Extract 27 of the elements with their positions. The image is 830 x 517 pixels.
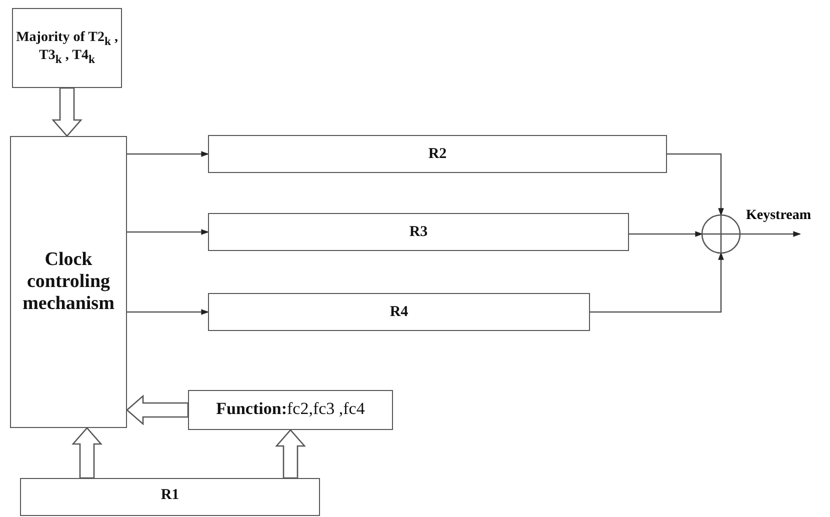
block-arrow xyxy=(275,429,306,479)
arrow xyxy=(590,252,724,313)
edge-label: Keystream xyxy=(745,208,812,224)
arrow xyxy=(740,231,801,237)
register-box xyxy=(208,135,667,173)
node-text: R3 xyxy=(409,224,428,240)
arrow xyxy=(127,229,209,235)
register-box xyxy=(208,213,629,251)
node-text: R4 xyxy=(390,304,408,320)
block-arrow xyxy=(126,394,189,426)
register-box xyxy=(208,293,590,331)
arrow xyxy=(667,153,724,216)
process-box xyxy=(10,136,127,428)
arrow xyxy=(127,151,209,157)
node-text: R2 xyxy=(428,146,447,162)
function-box xyxy=(188,390,393,430)
node-text: R1 xyxy=(160,487,180,504)
input-box xyxy=(12,8,122,88)
register-box xyxy=(20,478,320,516)
block-arrow xyxy=(72,427,102,479)
arrow xyxy=(127,309,209,315)
arrow xyxy=(629,231,703,237)
node-text: Function:fc2,fc3 ,fc4 xyxy=(216,399,365,419)
xor-circle xyxy=(701,214,741,254)
node-text: Majority of T2$_{k}$ , T3$_{k}$ , T4$_{k}$ xyxy=(15,30,119,66)
node-text: Clock controling mechanism xyxy=(22,249,116,315)
block-arrow xyxy=(52,87,82,137)
